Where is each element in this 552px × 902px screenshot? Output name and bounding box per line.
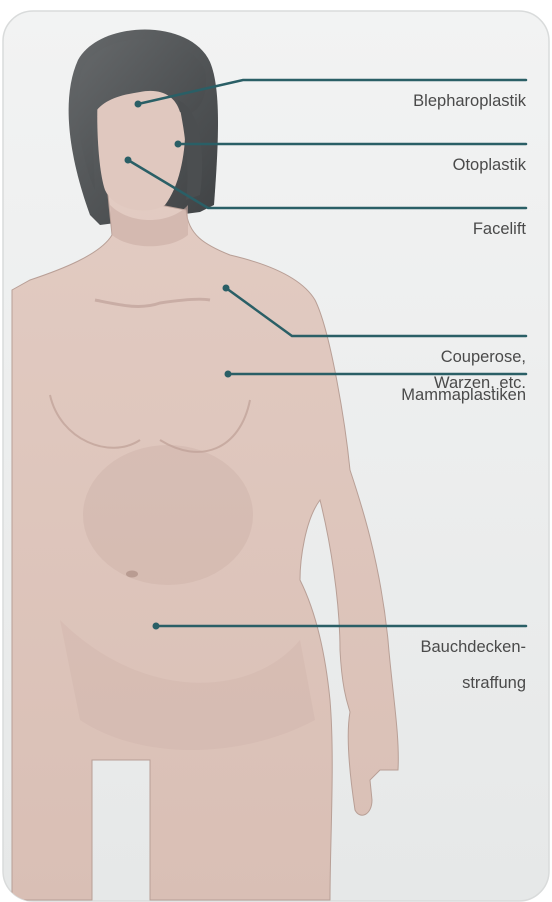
label-bauchdeckenstraffung: Bauchdecken- straffung	[421, 634, 527, 696]
label-line: straffung	[421, 670, 527, 696]
dot-facelift	[125, 157, 132, 164]
label-mammaplastiken: Mammaplastiken	[401, 382, 526, 408]
label-line: Mammaplastiken	[401, 382, 526, 408]
label-line: Bauchdecken-	[421, 634, 527, 660]
label-otoplastik: Otoplastik	[453, 152, 526, 178]
label-facelift: Facelift	[473, 216, 526, 242]
dot-couperose	[223, 285, 230, 292]
navel	[126, 571, 138, 578]
label-blepharoplastik: Blepharoplastik	[413, 88, 526, 114]
label-line: Couperose,	[434, 344, 526, 370]
dot-otoplastik	[175, 141, 182, 148]
dot-bauchdeckenstraffung	[153, 623, 160, 630]
abdomen-shade	[83, 445, 253, 585]
label-line: Facelift	[473, 216, 526, 242]
label-line: Blepharoplastik	[413, 88, 526, 114]
label-line: Otoplastik	[453, 152, 526, 178]
dot-blepharoplastik	[135, 101, 142, 108]
dot-mammaplastiken	[225, 371, 232, 378]
